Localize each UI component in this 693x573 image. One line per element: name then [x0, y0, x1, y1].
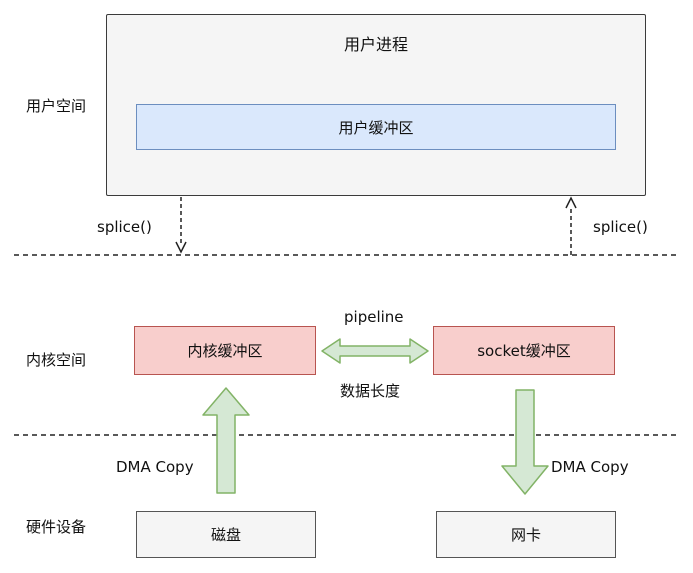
user-space-label: 用户空间 [26, 97, 87, 115]
disk-box: 磁盘 [136, 511, 316, 558]
splice-left-label: splice() [97, 218, 152, 236]
hardware-label: 硬件设备 [26, 518, 87, 536]
kernel-space-label: 内核空间 [26, 351, 87, 369]
splice-right-label: splice() [593, 218, 648, 236]
socket-buffer-label: socket缓冲区 [477, 342, 571, 360]
user-buffer-box: 用户缓冲区 [136, 104, 616, 150]
nic-label: 网卡 [510, 526, 541, 544]
data-length-label: 数据长度 [340, 382, 401, 400]
socket-buffer-box: socket缓冲区 [433, 326, 615, 375]
dma-down-arrow [501, 389, 549, 495]
nic-box: 网卡 [436, 511, 616, 558]
splice-up-arrow [565, 196, 577, 255]
dma-up-arrow [202, 387, 250, 494]
splice-down-arrow [175, 197, 187, 254]
kernel-buffer-label: 内核缓冲区 [187, 342, 263, 360]
user-process-title: 用户进程 [343, 35, 408, 54]
pipeline-double-arrow [321, 338, 429, 364]
dma-left-label: DMA Copy [116, 458, 194, 476]
disk-label: 磁盘 [210, 526, 241, 544]
user-buffer-label: 用户缓冲区 [338, 118, 414, 137]
kernel-buffer-box: 内核缓冲区 [134, 326, 316, 375]
dma-right-label: DMA Copy [551, 458, 629, 476]
pipeline-label: pipeline [344, 308, 404, 326]
